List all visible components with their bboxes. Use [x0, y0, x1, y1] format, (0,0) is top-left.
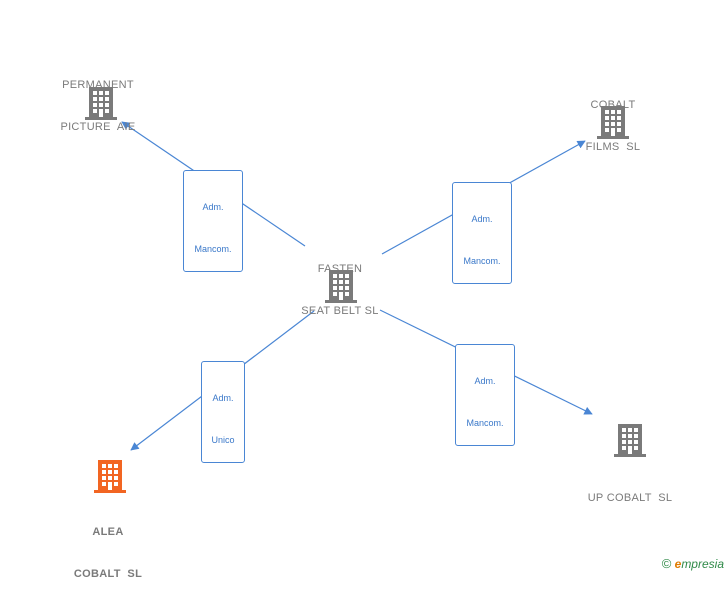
copyright-icon: ©: [661, 556, 672, 571]
edge-label-permanent: Adm. Mancom.: [183, 170, 243, 272]
node-label-line: FASTEN: [317, 263, 363, 275]
node-label-line: FILMS SL: [585, 141, 641, 153]
node-label-line: PERMANENT: [62, 79, 134, 91]
node-label-line: ALEA: [92, 526, 124, 538]
node-label-cobalt-films[interactable]: COBALT FILMS SL: [570, 70, 656, 168]
building-icon: [614, 424, 646, 457]
brand-logo-initial: e: [674, 557, 682, 571]
node-label-line: UP COBALT SL: [587, 492, 673, 504]
node-label-line: COBALT SL: [73, 568, 143, 580]
building-icon: [597, 106, 629, 139]
building-icon-highlighted: [94, 460, 126, 493]
node-label-fasten-seat-belt[interactable]: FASTEN SEAT BELT SL: [288, 234, 392, 332]
brand-name: mpresia: [681, 557, 724, 571]
edge-label-line: Mancom.: [463, 256, 501, 266]
edge-label-line: Adm.: [471, 214, 493, 224]
edge-label-line: Mancom.: [466, 418, 504, 428]
edge-label-line: Adm.: [202, 202, 224, 212]
node-label-line: SEAT BELT SL: [301, 305, 379, 317]
brand-watermark: © empresia: [662, 556, 724, 571]
node-label-alea-cobalt[interactable]: ALEA COBALT SL: [58, 497, 158, 595]
edge-label-line: Adm.: [474, 376, 496, 386]
edge-label-alea: Adm. Unico: [201, 361, 245, 463]
building-icon: [85, 87, 117, 120]
edge-label-line: Adm.: [212, 393, 234, 403]
node-label-permanent-picture[interactable]: PERMANENT PICTURE AIE: [48, 50, 148, 148]
edge-label-line: Unico: [211, 435, 235, 445]
edge-label-cobalt-films: Adm. Mancom.: [452, 182, 512, 284]
building-icon: [325, 270, 357, 303]
node-label-up-cobalt[interactable]: UP COBALT SL: [574, 463, 686, 519]
node-label-line: PICTURE AIE: [60, 121, 136, 133]
edge-label-up-cobalt: Adm. Mancom.: [455, 344, 515, 446]
node-label-line: COBALT: [590, 99, 636, 111]
edge-label-line: Mancom.: [194, 244, 232, 254]
